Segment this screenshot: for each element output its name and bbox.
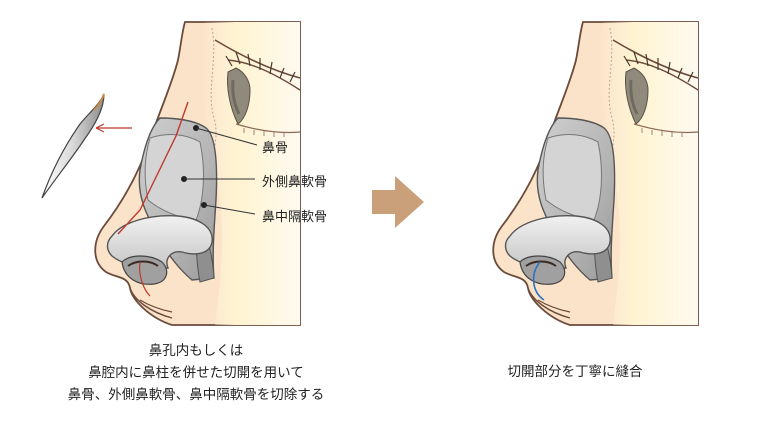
left-caption-line-1: 鼻孔内もしくは [26,340,366,362]
right-face-panel [493,22,698,325]
label-nasal-bone: 鼻骨 [262,137,288,156]
right-caption: 切開部分を丁寧に縫合 [475,361,675,383]
label-septal-cartilage: 鼻中隔軟骨 [262,206,327,225]
left-caption-line-2: 鼻腔内に鼻柱を併せた切開を用いて [26,362,366,384]
label-lateral-nasal-cartilage: 外側鼻軟骨 [262,171,327,190]
left-caption: 鼻孔内もしくは 鼻腔内に鼻柱を併せた切開を用いて 鼻骨、外側鼻軟骨、鼻中隔軟骨を… [26,340,366,406]
left-caption-line-3: 鼻骨、外側鼻軟骨、鼻中隔軟骨を切除する [26,384,366,406]
progress-arrow [372,176,424,228]
